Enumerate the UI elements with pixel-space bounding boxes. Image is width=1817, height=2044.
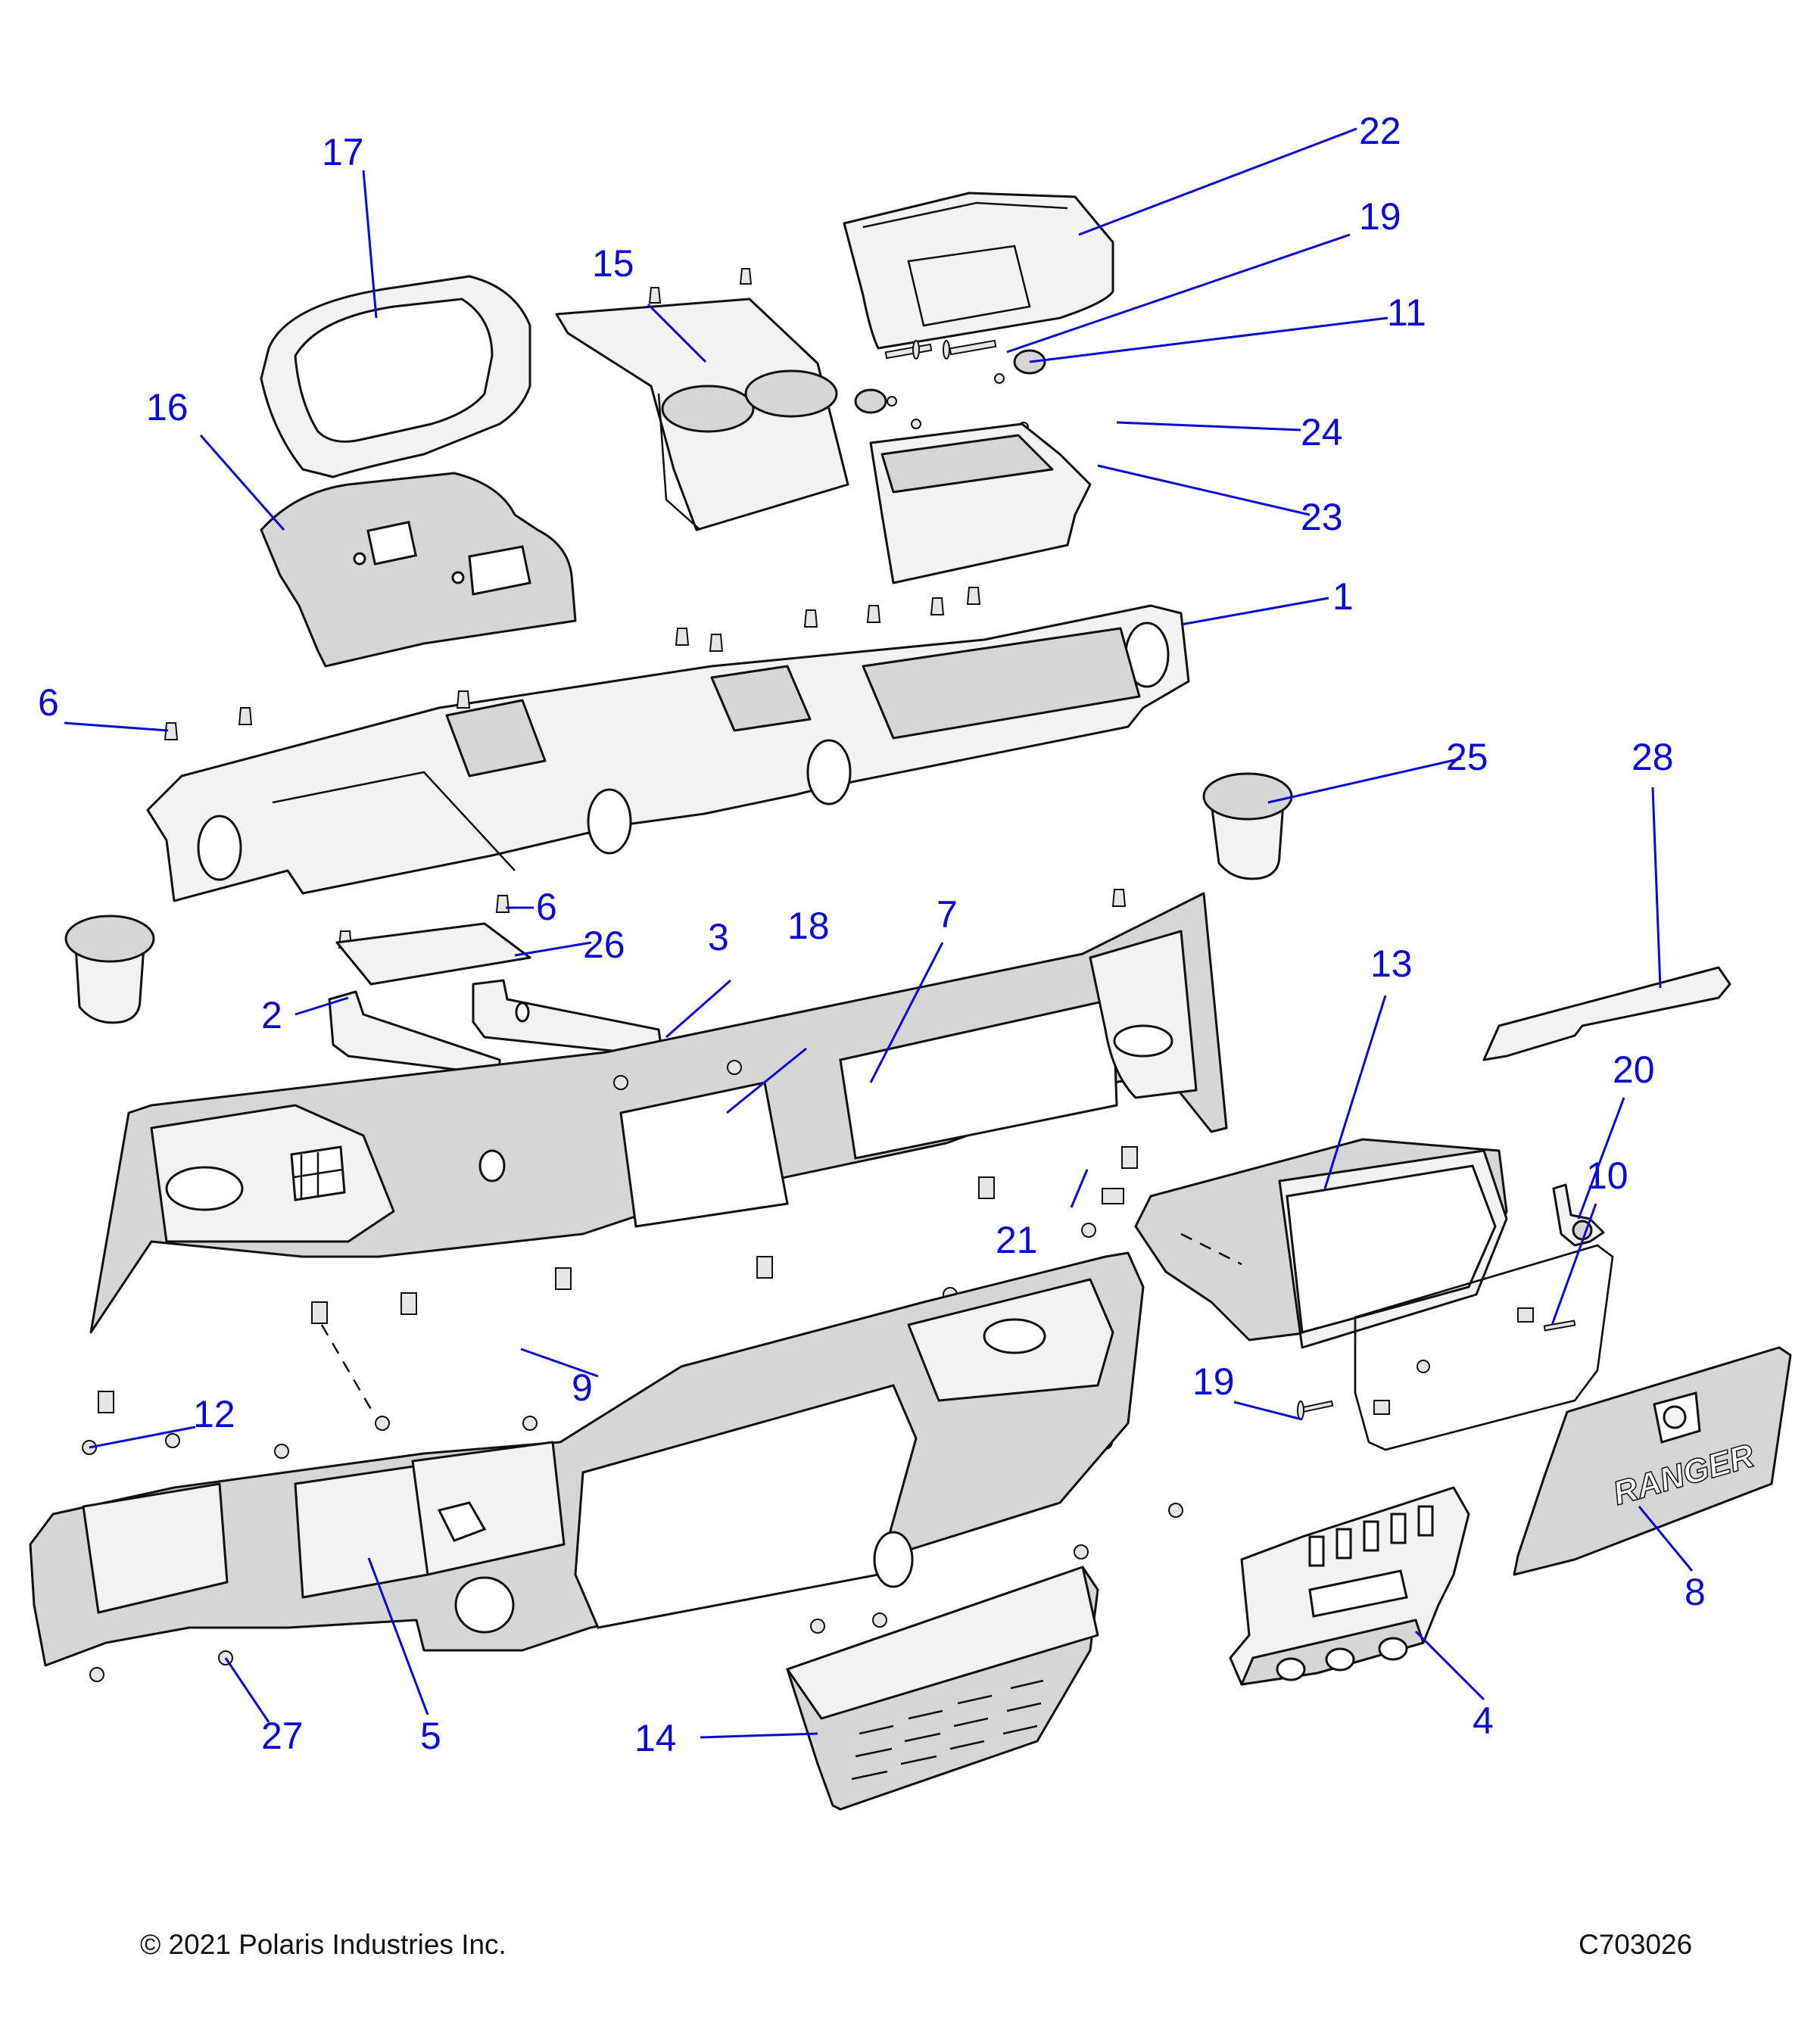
copyright-text: © 2021 Polaris Industries Inc. [140,1929,506,1960]
callout-6b: 6 [536,886,557,928]
part-23-storage-bin [869,422,1092,584]
part-19-pin-lower [1297,1400,1334,1420]
part-13-glovebox-housing [1134,1138,1508,1349]
callout-14: 14 [634,1717,677,1759]
callout-10: 10 [1586,1154,1628,1197]
part-15-cupholder-insert [555,268,849,531]
callout-1: 1 [1332,575,1354,618]
callout-3: 3 [708,916,729,958]
part-16-instrument-housing [260,472,577,668]
callout-26: 26 [583,924,625,966]
callout-12: 12 [193,1393,235,1435]
drawing-number: C703026 [1579,1929,1693,1960]
part-5-lower-dash-panel [29,1251,1145,1667]
callout-6a: 6 [38,681,59,724]
leader-lines [64,127,1694,1739]
callout-19b: 19 [1192,1360,1235,1403]
callout-2: 2 [261,994,282,1036]
part-1-upper-dash [146,604,1190,902]
part-6-push-rivets [164,587,1127,949]
callout-9: 9 [572,1366,593,1409]
vent-louvers [851,1679,1044,1781]
part-26-cover-plate [335,922,531,986]
part-4-switch-bezel [1229,1486,1470,1686]
callout-4: 4 [1473,1700,1494,1742]
callout-24: 24 [1301,411,1343,453]
callout-11: 11 [1387,291,1426,334]
callout-8: 8 [1685,1571,1706,1613]
part-22-console-lid [843,192,1114,350]
part-24-screws [887,373,1029,432]
callout-27: 27 [261,1715,304,1757]
callout-19a: 19 [1359,195,1401,238]
callout-25: 25 [1446,736,1488,778]
part-3-bracket [472,979,664,1058]
cup-holder-left [64,915,155,1024]
switch-openings [1308,1505,1434,1567]
assembly-guide-line [320,1324,376,1416]
part-10-glovebox-seal [1354,1244,1614,1451]
part-11-bumpers [854,349,1046,414]
part-9-clip-nuts [98,1146,1138,1413]
callout-5: 5 [420,1715,441,1757]
callout-labels: 1 2 3 4 5 6 6 7 8 9 10 11 12 13 14 15 16… [38,110,1706,1759]
part-17-instrument-bezel [260,275,531,478]
part-14-vent-panel [786,1566,1099,1811]
part-28-trim-strip [1482,966,1731,1061]
callout-13: 13 [1370,943,1413,985]
callout-20: 20 [1613,1048,1655,1091]
part-8-glovebox-door: RANGER [1513,1346,1792,1576]
part-25-cup-holder [1202,772,1293,880]
callout-18: 18 [787,905,830,947]
callout-23: 23 [1301,496,1343,538]
callout-7: 7 [937,893,958,936]
part-19-pins-top [884,339,997,360]
callout-21: 21 [996,1219,1038,1261]
callout-16: 16 [146,386,189,428]
callout-28: 28 [1632,736,1674,778]
part-7-dash-frame [89,892,1228,1334]
callout-15: 15 [592,242,634,285]
callout-17: 17 [322,131,364,173]
callout-22: 22 [1359,110,1401,152]
